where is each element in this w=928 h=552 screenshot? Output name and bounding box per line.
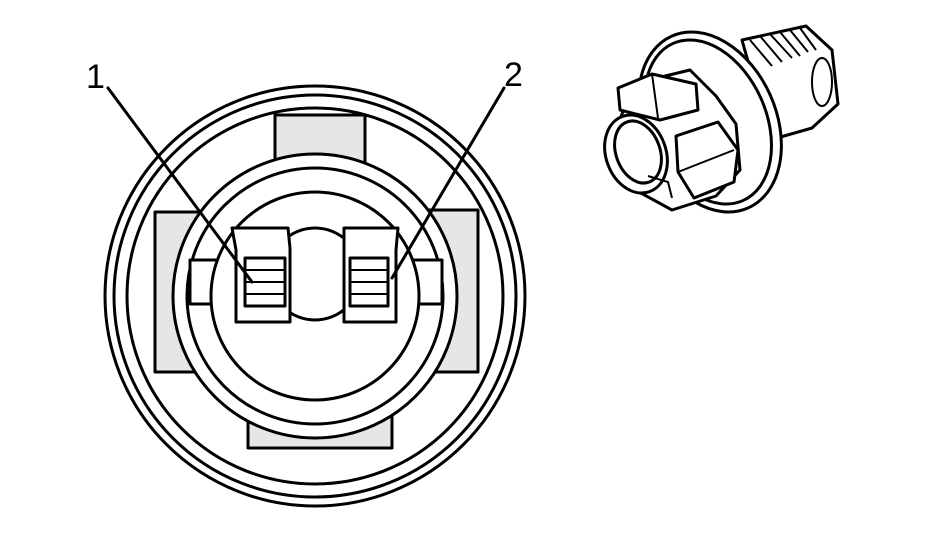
terminal-2 [342, 226, 400, 324]
socket-perspective-view [603, 24, 840, 214]
callout-label-1: 1 [86, 58, 105, 96]
front-opening-inner [613, 119, 663, 185]
housing-rim [125, 106, 505, 486]
leader-line-2 [390, 86, 506, 280]
front-opening [603, 113, 669, 195]
socket-face-view: 1 2 [86, 56, 527, 508]
outer-ring-inner [112, 93, 518, 499]
callout-label-2: 2 [504, 56, 523, 94]
leader-line-1 [106, 86, 254, 284]
rear-fins [749, 27, 817, 67]
terminal-1 [230, 226, 292, 324]
